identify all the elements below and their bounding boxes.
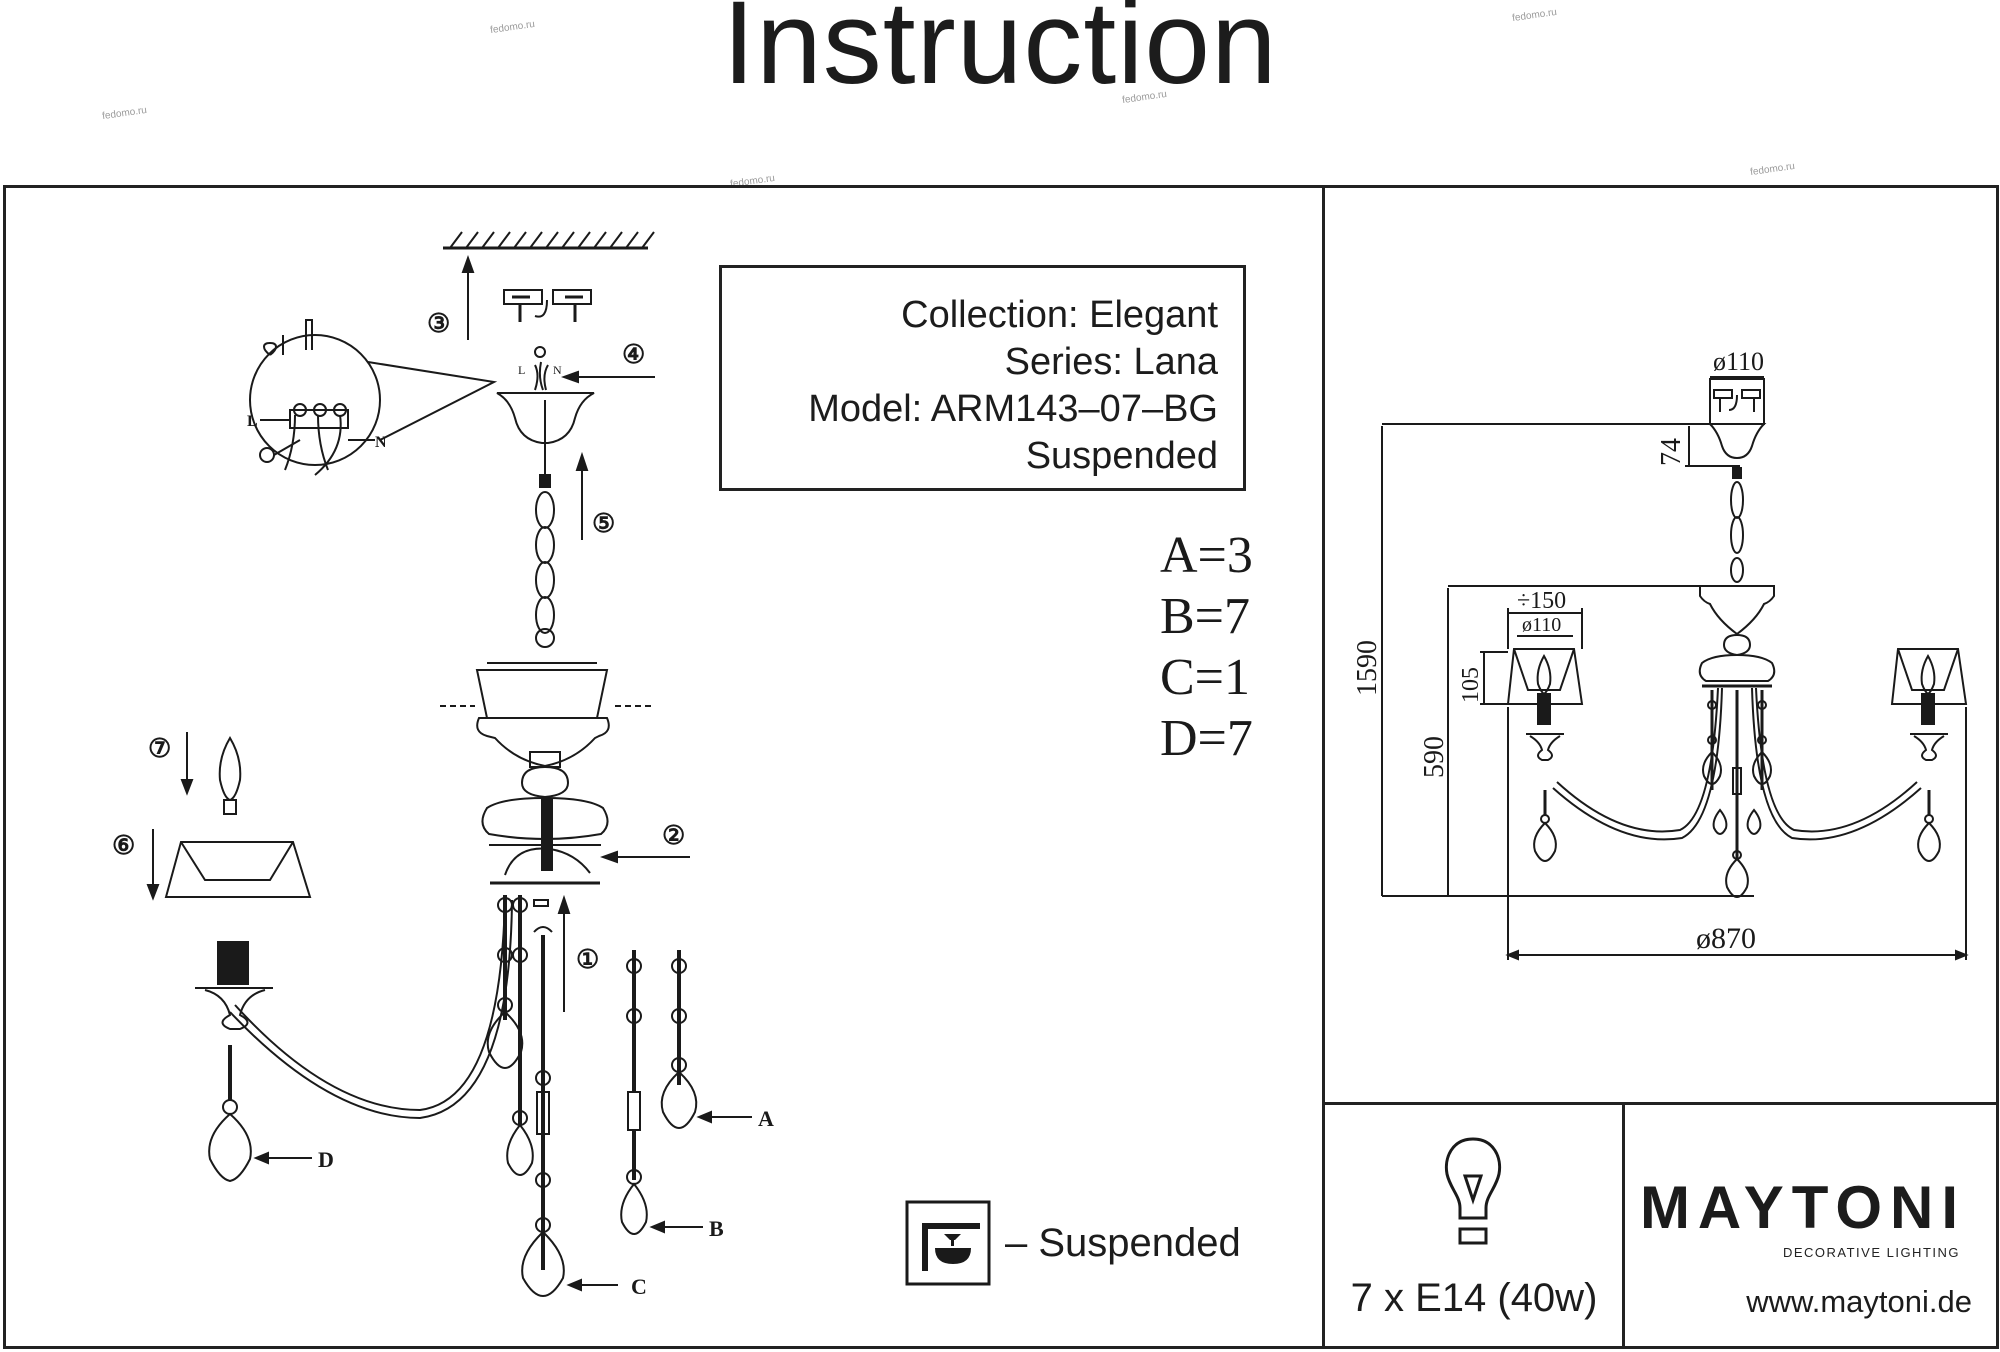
part-counts: A=3 B=7 C=1 D=7 [1160, 525, 1253, 769]
assembly-drawing: ③ ④ L N ⑤ L N [112, 231, 774, 1299]
part-label-d: D [318, 1147, 334, 1172]
canopy [1707, 423, 1767, 460]
live-label: L [247, 413, 258, 430]
suspended-legend: – Suspended [905, 1200, 1241, 1286]
canopy [496, 392, 595, 444]
shade-bottom-diameter-label: ø110 [1522, 614, 1561, 636]
neutral-label: N [375, 434, 387, 451]
divider [1322, 1102, 1996, 1105]
brand-tagline: DECORATIVE LIGHTING [1782, 1245, 1960, 1260]
model-text: Model: ARM143–07–BG [808, 388, 1218, 430]
step-7-label: ⑦ [148, 734, 171, 763]
canopy-height-label: 74 [1656, 438, 1687, 466]
divider [1322, 185, 1325, 1347]
part-count-c: C=1 [1160, 649, 1251, 706]
product-info-box: Collection: Elegant Series: Lana Model: … [719, 265, 1246, 491]
part-label-b: B [709, 1216, 724, 1241]
crystal-d [208, 1112, 252, 1183]
step-3-label: ③ [427, 309, 450, 338]
shade-top-diameter-label: ÷150 [1517, 588, 1566, 614]
lamp-spec: 7 x E14 (40w) [1350, 1276, 1598, 1320]
dimension-drawing: ø110 1590 74 590 ÷150 ø110 105 [1352, 347, 1969, 961]
brand-name: MAYTONI [1639, 1174, 1966, 1241]
arm [234, 899, 506, 1112]
step-6-label: ⑥ [112, 831, 135, 860]
shade-height-label: 105 [1458, 667, 1484, 703]
crystal-strands [486, 895, 565, 1298]
crystal-pendants [1533, 690, 1941, 899]
divider [1622, 1102, 1625, 1347]
candle-bulb [218, 736, 242, 802]
earth-icon [534, 346, 546, 358]
canopy-diameter-label: ø110 [1713, 347, 1764, 376]
chain [1730, 467, 1744, 583]
mounting-bracket-icon [503, 289, 592, 322]
live-wire-symbol: L [518, 363, 525, 377]
brand-logo: MAYTONI DECORATIVE LIGHTING [1626, 1174, 1966, 1261]
suspended-mount-icon [905, 1200, 991, 1286]
part-count-a: A=3 [1160, 527, 1253, 584]
collection-text: Collection: Elegant [901, 294, 1218, 336]
brand-website[interactable]: www.maytoni.de [1746, 1284, 1972, 1319]
page-title: Instruction [722, 0, 1278, 109]
suspended-legend-label: – Suspended [1005, 1220, 1241, 1265]
step-1-label: ① [576, 945, 599, 974]
overall-diameter-label: ø870 [1696, 922, 1756, 955]
ceiling-hatch [443, 231, 655, 250]
chandelier-body [1698, 585, 1776, 688]
step-2-label: ② [662, 821, 685, 850]
watermark: fedomo.ru [1749, 160, 1796, 179]
part-count-d: D=7 [1160, 710, 1253, 767]
chain [535, 491, 555, 648]
part-count-b: B=7 [1160, 588, 1251, 645]
step-4-label: ④ [622, 340, 645, 369]
total-height-label: 1590 [1352, 640, 1383, 696]
mount-type-text: Suspended [1025, 435, 1218, 477]
body-height-label: 590 [1419, 736, 1450, 778]
light-bulb-icon [1444, 1137, 1502, 1245]
strand-b [620, 950, 648, 1236]
step-5-label: ⑤ [592, 509, 615, 538]
instruction-frame [3, 185, 1999, 1349]
wiring-detail: L N [247, 319, 498, 476]
series-text: Series: Lana [1004, 341, 1218, 383]
chandelier-body [475, 662, 610, 885]
part-label-a: A [758, 1106, 774, 1131]
neutral-wire-symbol: N [553, 363, 562, 377]
strand-a [660, 950, 698, 1130]
chain-clamp [539, 474, 551, 488]
part-label-c: C [631, 1274, 647, 1299]
